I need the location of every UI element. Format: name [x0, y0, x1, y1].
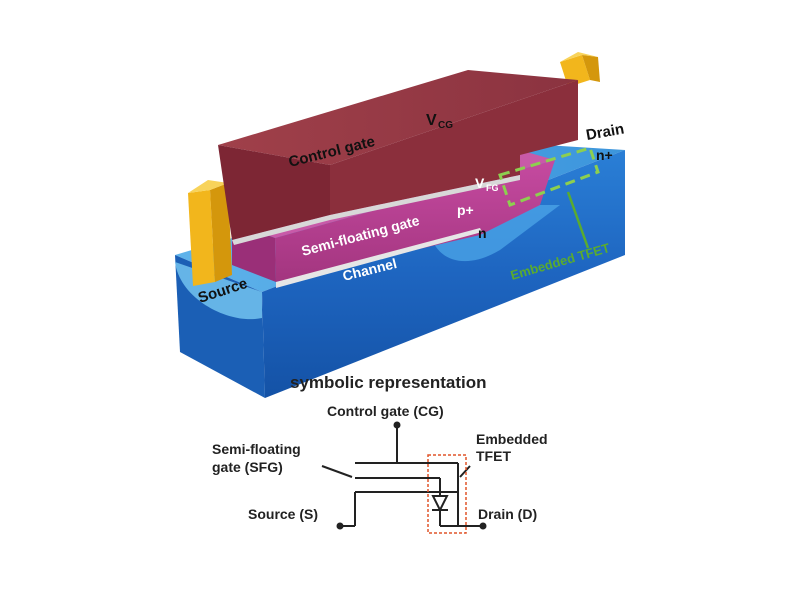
n-well — [430, 205, 560, 262]
symbol-source-label: Source (S) — [248, 506, 318, 522]
control-gate-top — [218, 70, 578, 165]
n-region-label: n — [478, 225, 487, 241]
tfet-pointer — [566, 191, 590, 249]
n-plus-label: n+ — [596, 147, 613, 163]
embedded-tfet-box — [427, 454, 467, 534]
v-fg-subscript: FG — [486, 183, 499, 193]
embedded-tfet-outline — [498, 146, 600, 207]
source-contact-front — [188, 190, 215, 286]
control-gate-side — [330, 80, 578, 215]
source-contact-top — [188, 180, 228, 193]
v-fg-label: V — [475, 175, 485, 191]
symbol-tfet-label-1: Embedded — [476, 431, 548, 447]
cg-terminal-dot — [393, 421, 401, 429]
v-cg-subscript: CG — [438, 120, 453, 131]
control-gate-front — [218, 145, 330, 240]
drain-contact-front — [560, 55, 590, 87]
source-terminal-dot — [336, 522, 344, 530]
symbol-sfg-label-1: Semi-floating — [212, 441, 301, 457]
symbol-drain-label: Drain (D) — [478, 506, 537, 522]
drain-contact-top — [560, 52, 598, 62]
p-plus-label: p+ — [457, 202, 474, 218]
v-cg-label: V — [426, 112, 437, 129]
inter-gate-dielectric — [232, 175, 520, 245]
symbol-control-gate-label: Control gate (CG) — [327, 403, 444, 419]
symbol-tfet-label-2: TFET — [476, 448, 511, 464]
drain-terminal-dot — [479, 522, 487, 530]
symbol-sfg-label-2: gate (SFG) — [212, 459, 283, 475]
symbolic-title: symbolic representation — [290, 373, 487, 392]
drain-label: Drain — [585, 121, 626, 144]
gate-oxide — [276, 228, 482, 288]
drain-contact-side — [582, 55, 600, 82]
semi-floating-gate-side — [275, 160, 555, 282]
circuit-symbol — [321, 425, 483, 527]
source-contact-side — [210, 183, 232, 282]
